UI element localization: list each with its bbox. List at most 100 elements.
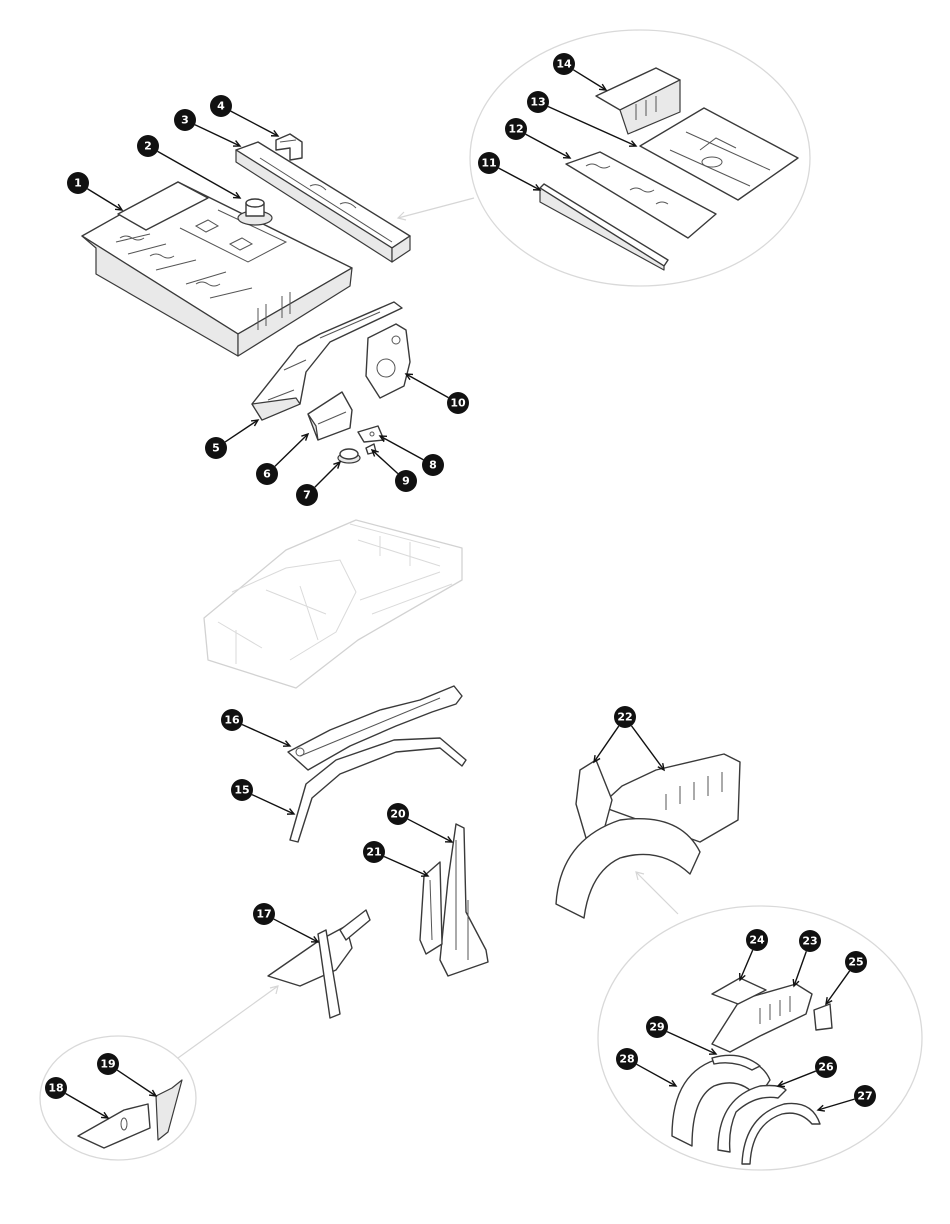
badge-9: 9 xyxy=(395,470,417,492)
leader-line-25 xyxy=(739,949,754,981)
leader-line-19 xyxy=(116,1069,157,1097)
floor-section-part-12 xyxy=(565,151,717,239)
label-8: 8 xyxy=(429,459,437,472)
leader-arrowhead-25 xyxy=(738,972,746,982)
b-post-inner-part-21 xyxy=(419,861,443,955)
badge-1: 1 xyxy=(67,172,89,194)
leader-line-3 xyxy=(194,124,241,147)
bracket-part-17 xyxy=(267,909,371,1019)
leader-line-1 xyxy=(87,188,123,211)
arch-trim-part-27 xyxy=(741,1102,821,1165)
leader-arrowhead-12 xyxy=(562,151,572,159)
label-11: 11 xyxy=(481,157,496,170)
badge-18: 18 xyxy=(45,1077,67,1099)
bracket-part-25 xyxy=(813,1003,833,1031)
leader-line-26 xyxy=(825,970,851,1005)
badge-7: 7 xyxy=(296,484,318,506)
badge-11: 11 xyxy=(478,152,500,174)
badge-19: 19 xyxy=(97,1053,119,1075)
leader-line-20 xyxy=(407,818,453,843)
leader-line-22 xyxy=(593,725,620,763)
badge-28: 28 xyxy=(616,1048,638,1070)
label-1: 1 xyxy=(74,177,82,190)
inner-wing-part-16 xyxy=(287,685,463,771)
label-24: 24 xyxy=(749,934,765,947)
badge-16: 16 xyxy=(221,709,243,731)
leader-arrowhead-17 xyxy=(310,935,320,943)
leader-line-13 xyxy=(547,105,637,147)
leader-arrowhead-6 xyxy=(301,432,310,441)
label-25: 25 xyxy=(848,956,863,969)
label-2: 2 xyxy=(144,140,152,153)
badge-12: 12 xyxy=(505,118,527,140)
leader-arrowhead-24 xyxy=(792,978,800,988)
badge-14: 14 xyxy=(553,53,575,75)
label-16: 16 xyxy=(224,714,240,727)
bracket-part-19 xyxy=(155,1079,183,1141)
label-3: 3 xyxy=(181,114,189,127)
leader-arrowhead-27 xyxy=(776,1080,786,1088)
leader-line-21 xyxy=(383,855,429,877)
badge-22: 22 xyxy=(614,706,636,728)
leader-arrowhead-29 xyxy=(668,1079,678,1087)
box-section-part-6 xyxy=(307,391,353,441)
badge-13: 13 xyxy=(527,91,549,113)
leader-arrowhead-22 xyxy=(593,754,601,764)
badge-24: 24 xyxy=(746,929,768,951)
label-20: 20 xyxy=(390,808,406,821)
label-28: 28 xyxy=(619,1053,634,1066)
leader-line-7 xyxy=(314,461,341,488)
leader-line-16 xyxy=(241,723,291,747)
badge-26: 26 xyxy=(815,1056,837,1078)
label-18: 18 xyxy=(48,1082,63,1095)
leader-arrowhead-1 xyxy=(114,203,124,211)
leader-lines xyxy=(65,69,855,1119)
leader-line-4 xyxy=(230,110,279,137)
leader-arrowhead-4 xyxy=(270,129,280,137)
chassis-leg-part-5 xyxy=(251,301,403,421)
bracket-part-24 xyxy=(711,977,767,1005)
label-21: 21 xyxy=(366,846,381,859)
label-13: 13 xyxy=(530,96,545,109)
leader-line-17 xyxy=(273,918,319,943)
bracket-part-18 xyxy=(77,1103,151,1149)
floor-pan-part-1 xyxy=(81,181,353,357)
label-15: 15 xyxy=(234,784,249,797)
leader-line-15 xyxy=(251,793,295,815)
arch-liner-part-26 xyxy=(717,1084,787,1153)
label-19: 19 xyxy=(100,1058,115,1071)
leader-line-14 xyxy=(572,69,607,91)
label-4: 4 xyxy=(217,100,225,113)
badge-6: 6 xyxy=(256,463,278,485)
leader-line-30 xyxy=(666,1030,717,1055)
rear-arch-part-15 xyxy=(289,737,467,843)
badge-25: 25 xyxy=(845,951,867,973)
leader-arrowhead-11 xyxy=(532,183,542,191)
label-23: 23 xyxy=(802,935,817,948)
leader-arrowhead-21 xyxy=(420,870,430,877)
leader-line-6 xyxy=(274,433,309,467)
leader-line-12 xyxy=(525,133,571,159)
badge-21: 21 xyxy=(363,841,385,863)
leader-arrowhead-9 xyxy=(370,448,379,457)
leader-line-27 xyxy=(777,1070,817,1087)
sill-strip-part-11 xyxy=(539,183,669,271)
leader-arrowhead-5 xyxy=(250,419,260,427)
leader-arrowhead-10 xyxy=(404,373,414,381)
leader-arrowhead-18 xyxy=(100,1111,110,1119)
leader-line-9 xyxy=(371,449,399,475)
label-5: 5 xyxy=(212,442,220,455)
tunnel-rail-part-3 xyxy=(235,141,411,263)
leader-arrowhead-7 xyxy=(333,460,342,469)
badge-29: 29 xyxy=(646,1016,668,1038)
label-7: 7 xyxy=(303,489,311,502)
floor-section-part-13 xyxy=(639,107,799,201)
leader-arrowhead-20 xyxy=(444,835,454,843)
bulkhead-plate-part-10 xyxy=(365,323,411,399)
badge-5: 5 xyxy=(205,437,227,459)
badge-8: 8 xyxy=(422,454,444,476)
leader-line-8 xyxy=(379,435,424,461)
wheel-arch-part-28 xyxy=(671,1057,771,1147)
leader-line-24 xyxy=(793,951,807,987)
